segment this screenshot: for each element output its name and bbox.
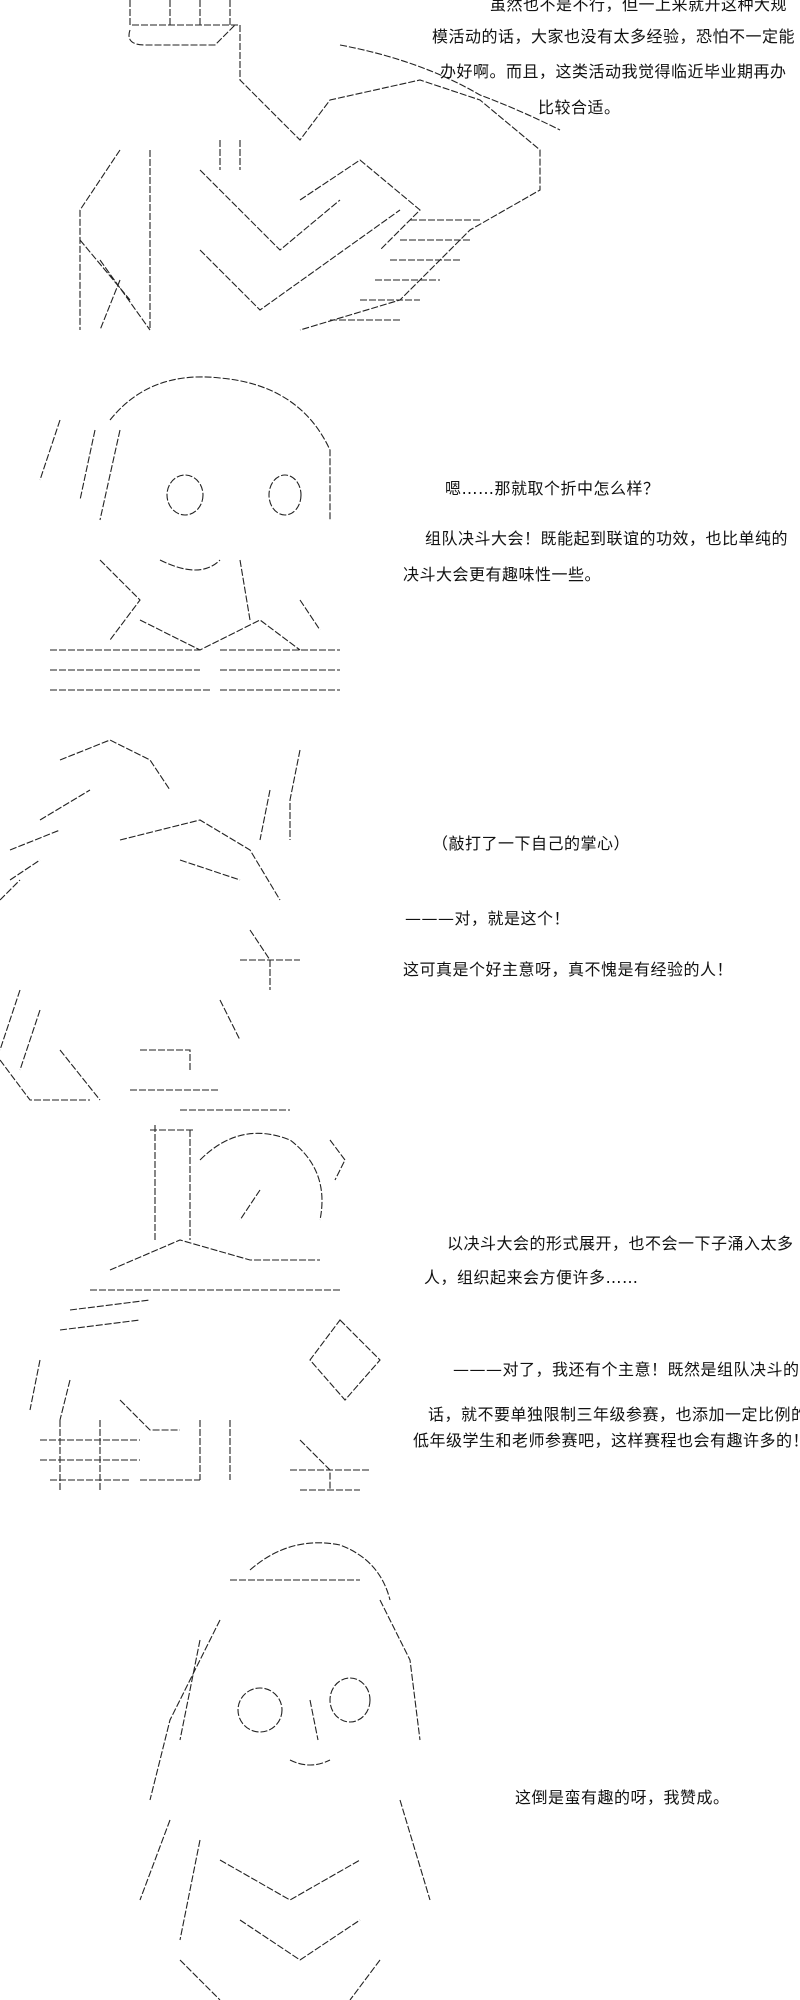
dialogue-line: 低年级学生和老师参赛吧，这样赛程也会有趣许多的！ [413,1431,800,1450]
ascii-art-figure-1 [79,0,561,331]
dialogue-line: ———对，就是这个！ [405,909,571,928]
dialogue-line: 话，就不要单独限制三年级参赛，也添加一定比例的 [428,1405,800,1424]
dialogue-line: 决斗大会更有趣味性一些。 [403,565,602,584]
dialogue-line: 比较合适。 [538,98,621,117]
dialogue-line: 虽然也不是不行，但一上来就开这种大规 [490,0,788,14]
dialogue-line: 这可真是个好主意呀，真不愧是有经验的人！ [403,960,734,979]
dialogue-line: 组队决斗大会！既能起到联谊的功效，也比单纯的 [425,529,789,548]
dialogue-line: ———对了，我还有个主意！既然是组队决斗的 [453,1360,800,1379]
ascii-art-figure-5 [139,1542,431,2000]
dialogue-line: 嗯……那就取个折中怎么样？ [445,479,660,498]
dialogue-line: （敲打了一下自己的掌心） [432,834,631,853]
ascii-art-figure-3 [0,739,301,1101]
dialogue-line: 这倒是蛮有趣的呀，我赞成。 [515,1788,730,1807]
ascii-art-figure-4 [29,1109,381,1491]
dialogue-line: 人，组织起来会方便许多…… [424,1268,639,1287]
ascii-art-figure-2 [39,376,340,691]
dialogue-line: 以决斗大会的形式展开，也不会一下子涌入太多 [447,1234,794,1253]
dialogue-line: 办好啊。而且，这类活动我觉得临近毕业期再办 [440,62,787,81]
dialogue-line: 模活动的话，大家也没有太多经验，恐怕不一定能 [432,27,796,46]
